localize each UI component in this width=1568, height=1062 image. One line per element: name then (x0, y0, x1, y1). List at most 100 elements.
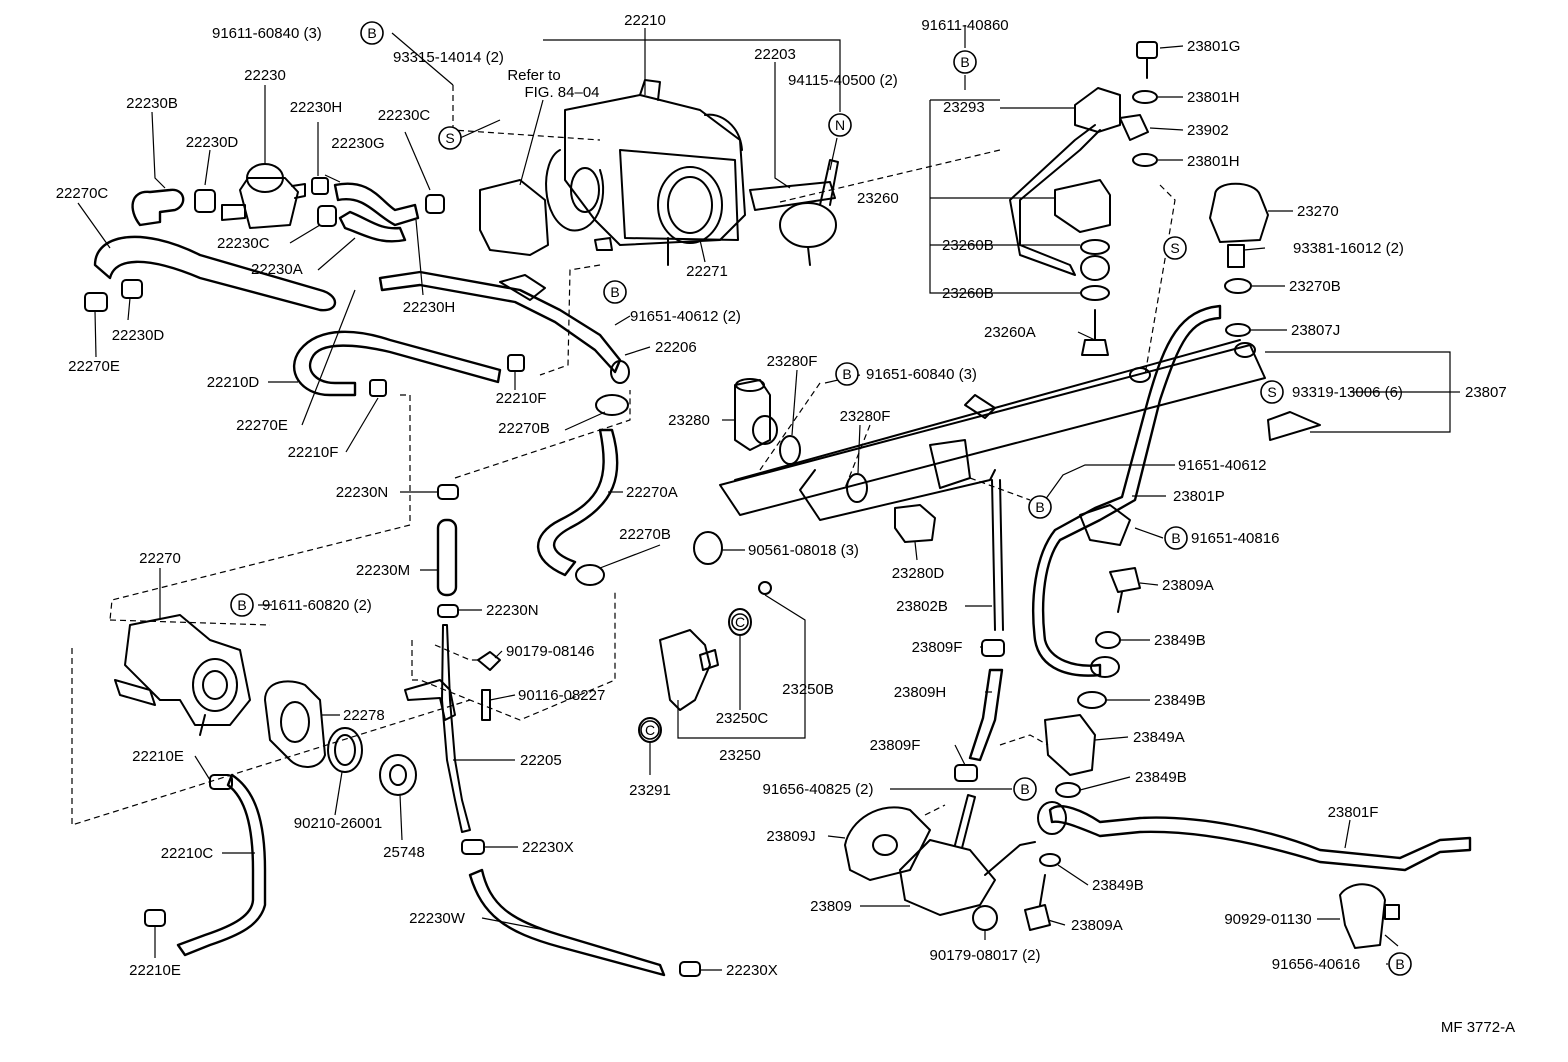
part-label: 22230B (126, 95, 178, 112)
clamp-22230N-part (437, 484, 459, 500)
part-label: 22230M (356, 562, 410, 579)
gasket-23849B-3-part (1055, 782, 1081, 798)
part-labels: 22210 22203 91611-60840 (3) 93315-14014 … (56, 12, 1515, 1036)
bolt-23280D-part (894, 504, 936, 543)
part-label: 90179-08017 (2) (930, 947, 1041, 964)
badge-b: B (603, 280, 627, 304)
badge-b: B (953, 50, 977, 74)
hose-22210C-part (176, 773, 267, 957)
badge-c: C (640, 720, 660, 740)
gasket-23801H-part (1132, 90, 1158, 104)
badge-b: B (835, 362, 859, 386)
part-label: 23802B (896, 598, 948, 615)
part-label: 91611-60840 (3) (212, 25, 322, 42)
part-label: 22210 (624, 12, 666, 29)
part-label: 91651-40612 (2) (630, 308, 741, 325)
part-label: 93315-14014 (2) (393, 49, 504, 66)
part-label: 23809A (1071, 917, 1123, 934)
svg-text:S: S (445, 130, 454, 146)
badge-n: N (828, 113, 852, 137)
gasket-23849B-4-part (1039, 853, 1061, 867)
oring-90210-26001-part (327, 727, 363, 773)
badge-b: B (360, 21, 384, 45)
nut-90179-08146-part (477, 651, 501, 671)
part-label: 23801G (1187, 38, 1240, 55)
part-label: 23849B (1154, 692, 1206, 709)
part-label: 91656-40616 (1272, 956, 1360, 973)
badges: B B S N S B B S B B B B B C C (230, 21, 1412, 976)
svg-text:S: S (1267, 384, 1276, 400)
pipe-23802B-part (991, 479, 996, 631)
badge-b: B (1013, 777, 1037, 801)
part-label: 23809F (870, 737, 921, 754)
part-label: 22210E (129, 962, 181, 979)
part-label: 23801H (1187, 89, 1240, 106)
part-label: 23250B (782, 681, 834, 698)
part-label: 22210F (288, 444, 339, 461)
part-label: 22270B (619, 526, 671, 543)
part-label: 22210F (496, 390, 547, 407)
badge-s: S (438, 126, 462, 150)
part-label: 91611-40860 (921, 17, 1008, 34)
part-label: 23809A (1162, 577, 1214, 594)
refer-note: FIG. 84–04 (524, 84, 599, 101)
clamp-22230H-part (311, 177, 329, 195)
bolt-23801G-part (1136, 41, 1158, 59)
nut-90179-08017-part (972, 905, 998, 931)
part-label: 23801F (1328, 804, 1379, 821)
part-label: 22230H (403, 299, 456, 316)
hose-22230A-part (338, 210, 407, 243)
svg-text:C: C (735, 614, 745, 630)
badge-b: B (1028, 495, 1052, 519)
clamp-22210F-upper-part (507, 354, 525, 372)
clamp-22230X-lower-part (679, 961, 701, 977)
bolt-23809A-part (1109, 567, 1141, 593)
part-label: 23260B (942, 285, 994, 302)
leader-lines (77, 25, 1460, 971)
part-label: 22230X (726, 962, 778, 979)
pipe-23293-part (1074, 87, 1121, 133)
part-label: 23849B (1092, 877, 1144, 894)
part-label: 22270E (236, 417, 288, 434)
badge-b: B (1388, 952, 1412, 976)
svg-text:B: B (367, 25, 376, 41)
sensor-23270-part (1209, 182, 1269, 243)
clamp-23809F-part (981, 639, 1005, 657)
part-label: 23849B (1154, 632, 1206, 649)
part-label: 22230C (378, 107, 431, 124)
idle-air-valve-part (114, 614, 251, 736)
badge-s: S (1260, 380, 1284, 404)
part-label: 23250C (716, 710, 769, 727)
gasket-23260B-part (1080, 239, 1110, 255)
part-label: 23849A (1133, 729, 1185, 746)
part-label: 22230D (186, 134, 239, 151)
refer-note: Refer to (507, 67, 560, 84)
clamp-22270B-part (595, 394, 629, 416)
clamp-22230D-part (194, 189, 216, 213)
oring-23250B-part (758, 581, 772, 595)
clamp-22210F-part (369, 379, 387, 397)
clamp-22230X-part (461, 839, 485, 855)
insulator-90561-08018-part (693, 531, 723, 565)
part-label: 22206 (655, 339, 697, 356)
part-label: 23809H (894, 684, 947, 701)
svg-text:B: B (842, 366, 851, 382)
part-label: 22230C (217, 235, 270, 252)
part-label: 23809 (810, 898, 852, 915)
part-label: 22270B (498, 420, 550, 437)
gasket-23801H-lower-part (1132, 153, 1158, 167)
gasket-23809J-part (844, 806, 931, 881)
part-label: 23801H (1187, 153, 1240, 170)
throttle-adaptor-part (479, 179, 549, 256)
part-label: 94115-40500 (2) (788, 72, 898, 89)
assembly-23809-part (899, 839, 996, 916)
part-label: 22210D (207, 374, 260, 391)
hose-22230W-part (468, 868, 666, 977)
clamp-22270E-part (84, 292, 108, 312)
pipe-22206-part (378, 270, 622, 374)
part-label: 23291 (629, 782, 671, 799)
clamp-22230N-lower-part (437, 604, 459, 618)
sensor-stem-part (1227, 244, 1245, 268)
svg-text:C: C (645, 722, 655, 738)
